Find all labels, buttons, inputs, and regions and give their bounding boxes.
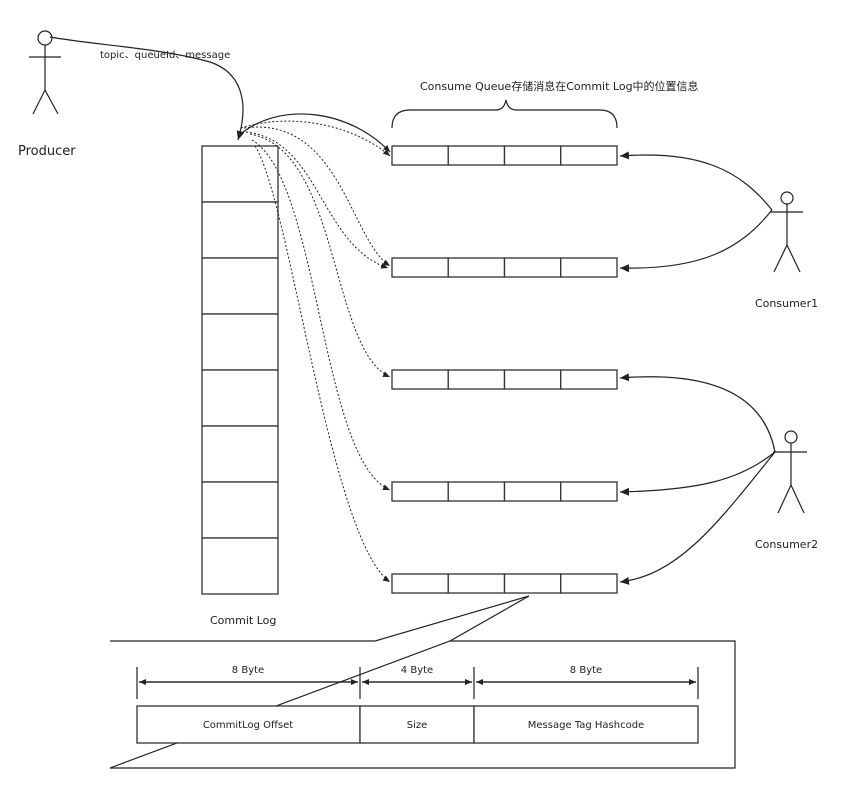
consumer1-to-queue-1 [619, 151, 773, 211]
consume-queue-cell [560, 481, 618, 502]
producer-label: Producer [18, 144, 76, 159]
consumer1-to-queue-2 [619, 209, 773, 273]
consume-queue-cell [560, 369, 618, 390]
field-size-size: 4 Byte [401, 665, 433, 676]
consume-queue-cell [447, 257, 506, 278]
entry-callout [374, 595, 530, 642]
consume-queue-cell [447, 369, 506, 390]
consume-queue-2 [391, 257, 618, 278]
consume-queue-cell [503, 369, 562, 390]
consumer2-icon [773, 430, 807, 514]
consume-queue-3 [391, 369, 618, 390]
producer-icon [29, 30, 61, 115]
field-box-hashcode [473, 705, 699, 744]
consume-queue-cell [503, 573, 562, 594]
consume-queue-cell [503, 481, 562, 502]
link-to-queue-2b [245, 131, 389, 269]
consume-queue-cell [391, 573, 449, 594]
consumer1-icon [770, 191, 803, 273]
field-size-hashcode: 8 Byte [570, 665, 602, 676]
consume-queue-5 [391, 573, 618, 594]
consume-queue-cell [447, 481, 506, 502]
link-to-queue-1 [237, 113, 391, 153]
consumer1-label: Consumer1 [755, 297, 818, 310]
consumer2-label: Consumer2 [755, 538, 818, 551]
consume-queue-label: Consume Queue存储消息在Commit Log中的位置信息 [420, 79, 699, 93]
consume-queue-cell [447, 573, 506, 594]
consume-queue-cell [391, 369, 449, 390]
consume-queue-1 [391, 145, 618, 166]
field-name-size: Size [407, 720, 428, 731]
consumer2-to-queue-5 [619, 451, 776, 585]
consumer2-to-queue-3 [619, 373, 776, 453]
size-dimension-lines [136, 667, 699, 699]
consume-queue-brace [391, 99, 618, 129]
consumer2-to-queue-4 [619, 451, 776, 496]
consume-queue-cell [391, 257, 449, 278]
commit-log-cell [201, 481, 279, 539]
commit-log-label: Commit Log [210, 614, 276, 627]
commit-log-cell [201, 257, 279, 315]
commit-log-cell [201, 425, 279, 483]
consume-queues [391, 145, 618, 594]
consume-queue-cell [560, 145, 618, 166]
field-name-hashcode: Message Tag Hashcode [528, 720, 644, 731]
field-box-size [359, 705, 475, 744]
field-size-offset: 8 Byte [232, 665, 264, 676]
producer-to-commitlog-arrow [49, 36, 245, 141]
commit-log-cell [201, 537, 279, 595]
field-name-offset: CommitLog Offset [203, 720, 293, 731]
commit-log [201, 145, 279, 595]
commit-log-cell [201, 201, 279, 259]
field-box-offset [136, 705, 361, 744]
consume-queue-cell [447, 145, 506, 166]
commit-log-cell [201, 313, 279, 371]
consume-queue-cell [391, 145, 449, 166]
commit-log-cell [201, 369, 279, 427]
link-to-queue-4 [251, 139, 391, 491]
entry-detail-panel: 8 Byte 4 Byte 8 Byte CommitLog Offset Si… [109, 640, 736, 769]
consume-queue-cell [560, 257, 618, 278]
producer-message-fields: topic、queueId、message [100, 50, 230, 61]
consume-queue-cell [391, 481, 449, 502]
consume-queue-cell [560, 573, 618, 594]
commitlog-to-queue-links [237, 113, 391, 583]
consume-queue-cell [503, 257, 562, 278]
consume-queue-4 [391, 481, 618, 502]
consume-queue-cell [503, 145, 562, 166]
link-to-queue-2 [243, 126, 391, 267]
link-to-queue-1-dashed [240, 120, 391, 157]
commit-log-cell [201, 145, 279, 203]
